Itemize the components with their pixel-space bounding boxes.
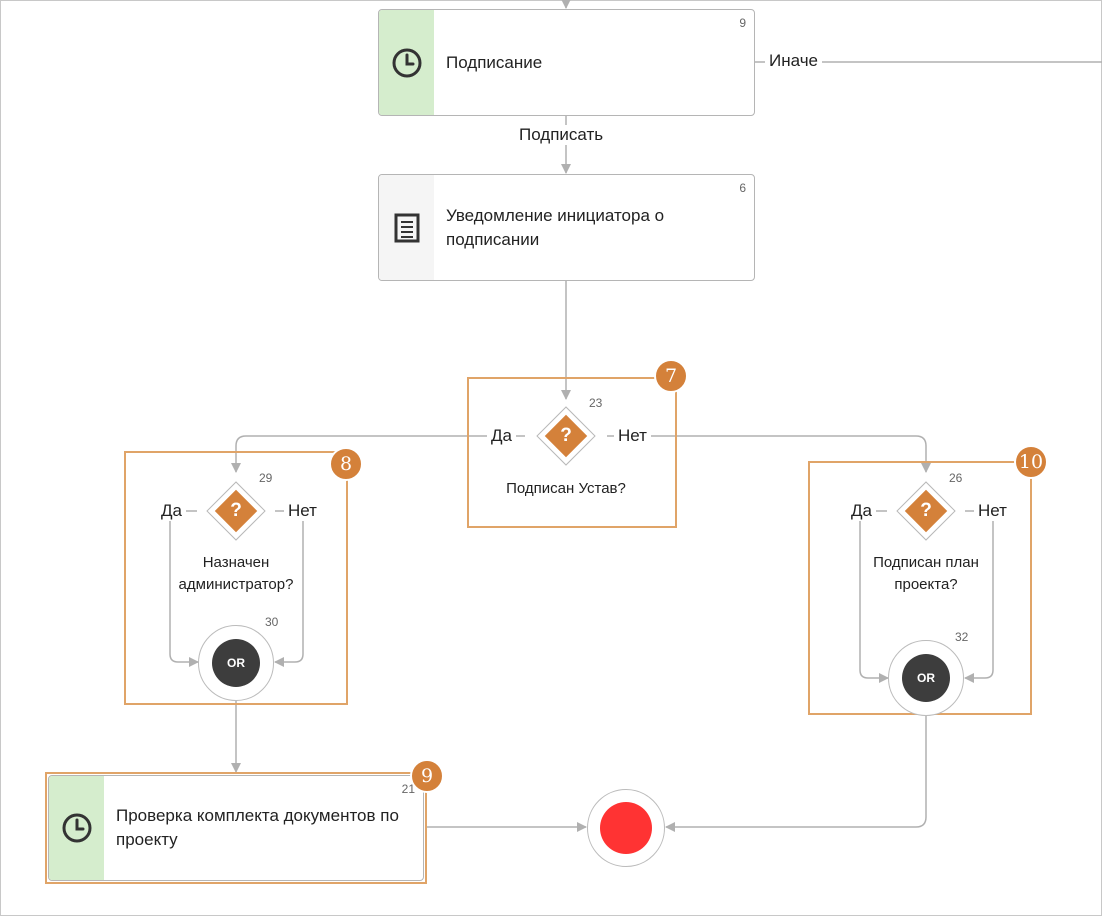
gateway-charter-yes: Да: [487, 426, 516, 446]
gateway-plan[interactable]: ?: [896, 481, 956, 541]
highlight-box-8: [124, 451, 348, 705]
end-event-marker: [600, 802, 652, 854]
question-icon: ?: [920, 500, 932, 521]
gateway-plan-question: Подписан план проекта?: [873, 554, 979, 593]
gateway-plan-no: Нет: [974, 501, 1011, 521]
edge-charter-no: [607, 435, 931, 473]
clock-icon: [62, 813, 91, 843]
badge-7: 7: [654, 359, 688, 393]
gateway-admin[interactable]: ?: [206, 481, 266, 541]
gateway-plan-number: 26: [949, 471, 963, 485]
gateway-charter[interactable]: ?: [536, 406, 596, 466]
edge-join-to-end: [665, 716, 927, 832]
gateway-plan-yes: Да: [847, 501, 876, 521]
task-signing-title: Подписание: [446, 52, 543, 72]
highlight-box-7: [467, 377, 677, 528]
task-check-title: Проверка комплекта документов по проекту: [116, 806, 399, 849]
task-signing[interactable]: Подписание 9: [378, 9, 755, 116]
edge-label-otherwise: Иначе: [765, 51, 822, 71]
edge-charter-yes: [231, 435, 525, 473]
or-join-right[interactable]: OR: [888, 640, 964, 716]
or-join-right-label: OR: [902, 654, 950, 702]
or-join-left[interactable]: OR: [198, 625, 274, 701]
badge-8: 8: [329, 447, 363, 481]
task-notify-number: 6: [739, 181, 746, 195]
task-notify[interactable]: Уведомление инициатора о подписании 6: [378, 174, 755, 281]
badge-9: 9: [410, 759, 444, 793]
or-join-left-label: OR: [212, 639, 260, 687]
gateway-charter-number: 23: [589, 396, 603, 410]
task-check-number: 21: [401, 782, 415, 796]
question-icon: ?: [230, 500, 242, 521]
highlight-box-9: [45, 772, 427, 884]
gateway-admin-no: Нет: [284, 501, 321, 521]
end-event[interactable]: [587, 789, 665, 867]
gateway-charter-no: Нет: [614, 426, 651, 446]
or-join-left-number: 30: [265, 615, 279, 629]
edge-label-sign: Подписать: [515, 125, 608, 145]
document-icon: [394, 213, 419, 242]
question-icon: ?: [560, 425, 572, 446]
or-join-right-number: 32: [955, 630, 969, 644]
task-signing-number: 9: [739, 16, 746, 30]
task-signing-strip: [379, 10, 434, 115]
badge-10: 10: [1014, 445, 1048, 479]
task-check-strip: [49, 776, 104, 880]
task-check[interactable]: Проверка комплекта документов по проекту…: [48, 775, 424, 881]
clock-icon: [392, 48, 421, 77]
gateway-admin-yes: Да: [157, 501, 186, 521]
task-notify-strip: [379, 175, 434, 280]
task-notify-title: Уведомление инициатора о подписании: [446, 205, 665, 249]
gateway-admin-number: 29: [259, 471, 273, 485]
gateway-admin-question: Назначен администратор?: [178, 554, 294, 593]
gateway-charter-question: Подписан Устав?: [506, 480, 626, 497]
